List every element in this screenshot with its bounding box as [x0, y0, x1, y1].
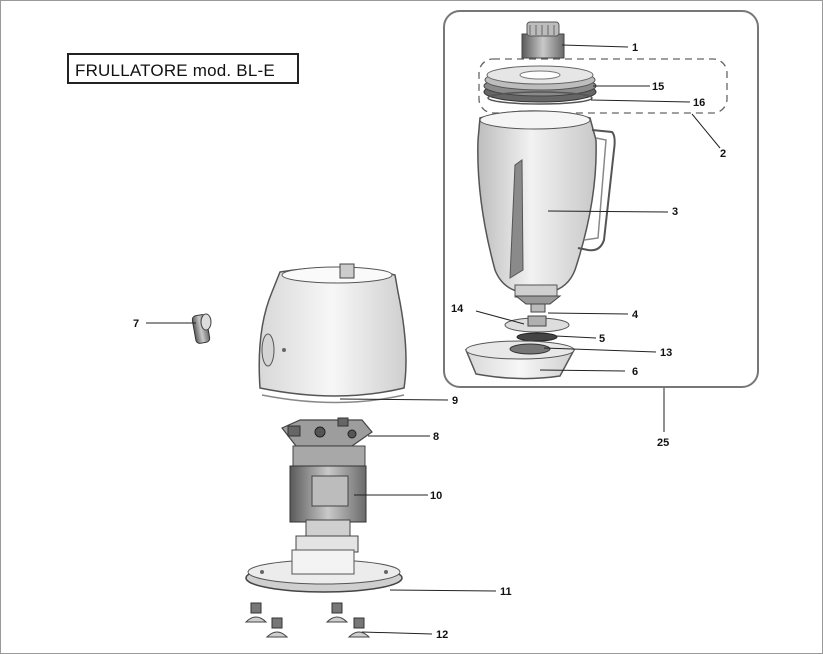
label-part-25: 25: [657, 437, 669, 449]
motor-housing-part: [258, 263, 407, 404]
label-part-15: 15: [652, 81, 664, 93]
label-part-10: 10: [430, 490, 442, 502]
label-part-6: 6: [632, 366, 638, 378]
label-part-12: 12: [436, 629, 448, 641]
blade-assembly-part: [514, 295, 562, 313]
label-part-8: 8: [433, 431, 439, 443]
diagram-title: FRULLATORE mod. BL-E: [67, 53, 299, 84]
label-part-1: 1: [632, 42, 638, 54]
label-part-16: 16: [693, 97, 705, 109]
jar-lid-part: [483, 65, 597, 103]
label-part-11: 11: [500, 586, 512, 598]
blender-jar-part: [477, 110, 616, 298]
control-knob-part: [191, 313, 212, 344]
base-plate-part: [245, 549, 403, 593]
measuring-cap-part: [521, 21, 565, 59]
jar-assembly-frame: [443, 10, 759, 388]
label-part-7: 7: [133, 318, 139, 330]
suction-feet-part: [244, 602, 371, 638]
motor-part: [289, 445, 367, 553]
leader-lines: [146, 44, 721, 635]
jar-base-part: [464, 340, 576, 380]
lid-assembly-dashed-frame: [478, 58, 728, 114]
label-part-5: 5: [599, 333, 605, 345]
coupling-plate-part: [281, 417, 373, 447]
lid-seal-part: [487, 91, 593, 105]
label-part-3: 3: [672, 206, 678, 218]
blade-seal-part: [516, 332, 558, 342]
label-part-13: 13: [660, 347, 672, 359]
label-part-14: 14: [451, 303, 464, 315]
label-part-4: 4: [632, 309, 639, 321]
blade-ring-part: [504, 315, 570, 333]
label-part-9: 9: [452, 395, 458, 407]
label-part-2: 2: [720, 148, 726, 160]
callout-labels: 1 15 16 2 3 4 14 5 13 6 25 7 9 8 10 11 1…: [133, 42, 726, 641]
